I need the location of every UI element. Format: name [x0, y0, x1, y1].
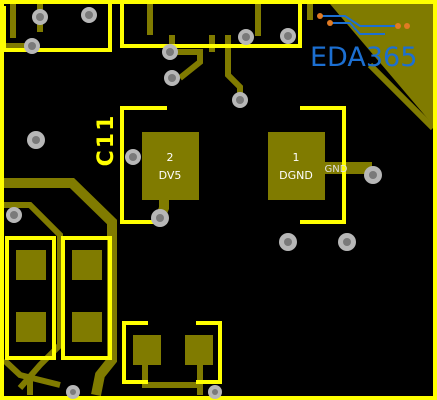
watermark-text: EDA365	[310, 42, 417, 73]
gnd-net-label: GND	[325, 164, 348, 175]
c11-designator-group: C11	[94, 114, 119, 167]
via	[238, 29, 254, 45]
via	[24, 38, 40, 54]
copper-layer	[1, 4, 436, 396]
component-outline-left-b	[61, 236, 112, 360]
c11-pad-1-number: 1	[293, 151, 300, 164]
c11-pad-1[interactable]	[268, 132, 325, 200]
via	[208, 385, 222, 399]
c11-pad-2-net: DV5	[159, 169, 182, 182]
via	[66, 385, 80, 399]
via	[164, 70, 180, 86]
component-outline-bottom-right	[196, 321, 222, 384]
c11-outline-left	[120, 106, 167, 224]
via	[6, 207, 22, 223]
via	[162, 44, 178, 60]
component-outline-left-a	[5, 236, 56, 360]
via	[81, 7, 97, 23]
circuit-trace-logo-icon	[317, 13, 410, 35]
via	[280, 28, 296, 44]
via	[364, 166, 382, 184]
pad-bottom-1	[133, 335, 161, 365]
pad-left-a-2	[16, 312, 46, 342]
via	[125, 149, 141, 165]
pad-bottom-2	[185, 335, 213, 365]
pad-left-b-1	[72, 250, 102, 280]
via	[279, 233, 297, 251]
pad-left-a-1	[16, 250, 46, 280]
pad-label-layer: 2 DV5 1 DGND GND	[159, 151, 348, 182]
c11-outline-right	[300, 106, 346, 224]
via	[32, 9, 48, 25]
c11-pad-2[interactable]	[142, 132, 199, 200]
via	[232, 92, 248, 108]
eda365-watermark: EDA365	[310, 13, 417, 73]
connector-outline-top-left	[2, 4, 112, 52]
c11-designator: C11	[94, 114, 119, 167]
component-outline-bottom-left	[122, 321, 148, 384]
pad-left-b-2	[72, 312, 102, 342]
via	[338, 233, 356, 251]
copper-pour-top-right	[330, 4, 433, 125]
connector-outline-top-mid	[120, 4, 302, 48]
c11-pad-1-net: DGND	[279, 169, 313, 182]
c11-pad-2-number: 2	[167, 151, 174, 164]
via	[27, 131, 45, 149]
pad-layer	[16, 132, 325, 365]
via	[151, 209, 169, 227]
via-layer	[6, 7, 382, 399]
